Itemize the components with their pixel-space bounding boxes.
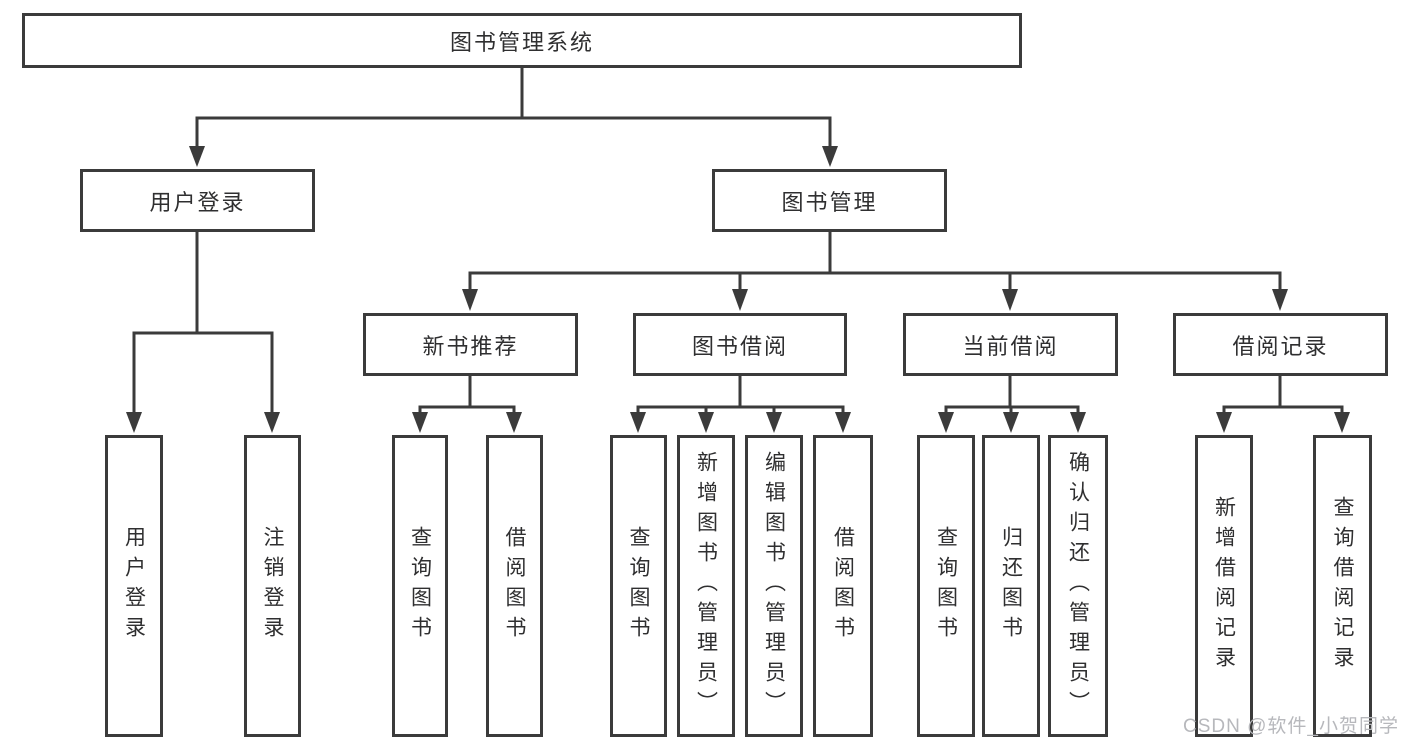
leaf-label: 新增借阅记录 — [1212, 496, 1236, 676]
leaf-borrow-borrow-books: 借阅图书 — [813, 435, 873, 737]
leaf-borrow-add-books-admin: 新增图书（管理员） — [677, 435, 735, 737]
arrowhead-icons — [126, 146, 1350, 433]
leaf-label: 用户登录 — [122, 526, 146, 646]
node-label: 图书管理 — [781, 189, 878, 215]
leaf-label: 注销登录 — [261, 526, 284, 646]
leaf-newbook-query-books: 查询图书 — [392, 435, 448, 737]
leaf-label: 查询借阅记录 — [1331, 496, 1354, 676]
node-new-book-recommend: 新书推荐 — [363, 313, 578, 376]
leaf-current-query-books: 查询图书 — [917, 435, 975, 737]
leaf-label: 查询图书 — [408, 526, 432, 646]
node-label: 图书管理系统 — [449, 29, 594, 55]
leaf-records-query-record: 查询借阅记录 — [1313, 435, 1372, 737]
leaf-label: 新增图书（管理员） — [694, 451, 718, 721]
leaf-records-add-record: 新增借阅记录 — [1195, 435, 1253, 737]
leaf-label: 查询图书 — [627, 526, 650, 646]
leaf-logout-login: 注销登录 — [244, 435, 301, 737]
node-current-borrow: 当前借阅 — [903, 313, 1118, 376]
leaf-label: 编辑图书（管理员） — [762, 451, 786, 721]
watermark: CSDN @软件_小贺同学 — [1183, 716, 1399, 737]
node-book-borrow: 图书借阅 — [633, 313, 847, 376]
node-label: 用户登录 — [149, 189, 246, 215]
leaf-label: 借阅图书 — [503, 526, 526, 646]
leaf-label: 归还图书 — [999, 526, 1023, 646]
node-book-management: 图书管理 — [712, 169, 947, 232]
node-borrow-records: 借阅记录 — [1173, 313, 1388, 376]
leaf-user-login: 用户登录 — [105, 435, 163, 737]
node-user-login: 用户登录 — [80, 169, 315, 232]
leaf-current-return-books: 归还图书 — [982, 435, 1040, 737]
leaf-current-confirm-return-admin: 确认归还（管理员） — [1048, 435, 1108, 737]
node-label: 借阅记录 — [1232, 333, 1329, 359]
node-label: 图书借阅 — [691, 333, 788, 359]
leaf-label: 查询图书 — [934, 526, 958, 646]
leaf-newbook-borrow-books: 借阅图书 — [486, 435, 543, 737]
node-label: 新书推荐 — [422, 333, 519, 359]
leaf-borrow-query-books: 查询图书 — [610, 435, 667, 737]
leaf-borrow-edit-books-admin: 编辑图书（管理员） — [745, 435, 803, 737]
leaf-label: 借阅图书 — [831, 526, 855, 646]
node-library-management-system: 图书管理系统 — [22, 13, 1022, 68]
node-label: 当前借阅 — [962, 333, 1059, 359]
leaf-label: 确认归还（管理员） — [1066, 451, 1090, 721]
